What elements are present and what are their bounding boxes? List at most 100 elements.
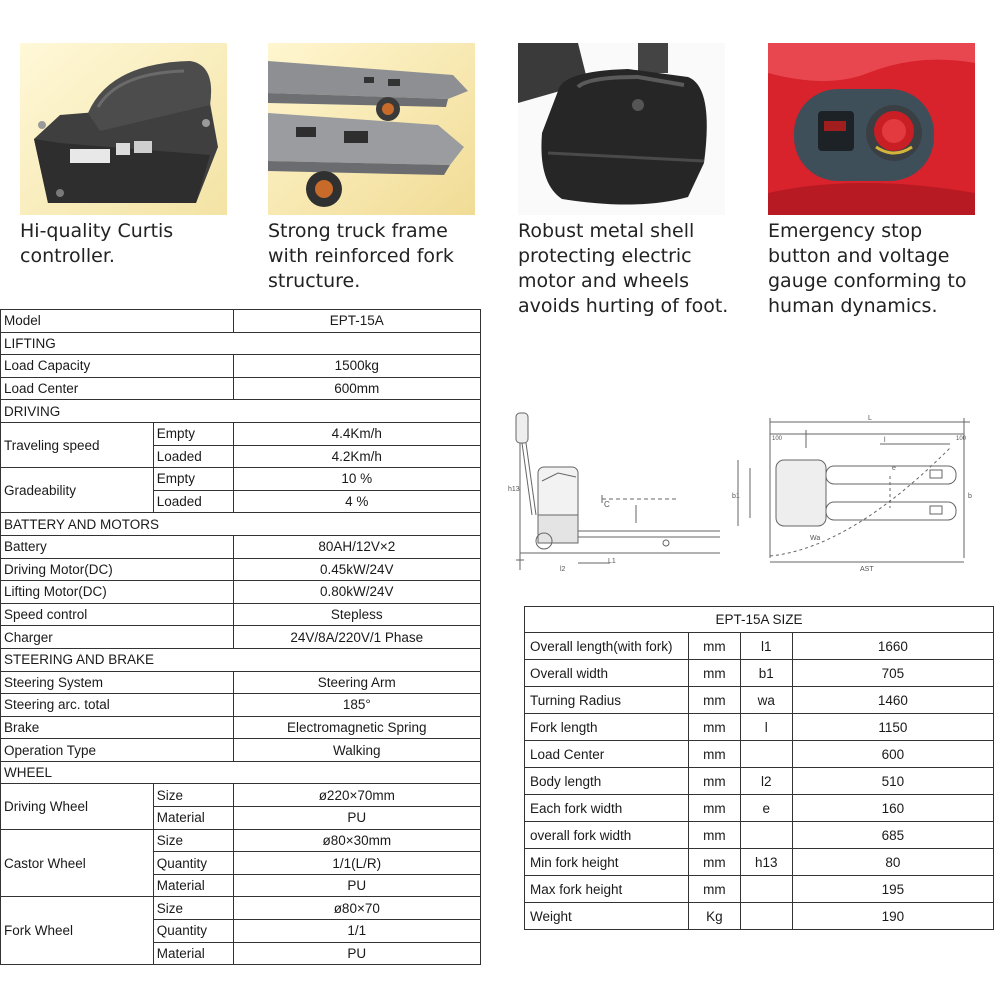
section-heading: STEERING AND BRAKE [0,647,481,672]
size-value-cell: 510 [791,767,995,795]
size-unit-cell: mm [687,821,741,849]
spec-value: 1/1 [232,919,482,943]
size-name-cell: Load Center [524,740,689,768]
size-symbol-cell: h13 [739,848,793,876]
spec-sublabel: Material [152,873,234,898]
spec-value: PU [232,806,482,830]
spec-value: 4.2Km/h [232,444,482,469]
spec-label: Driving Motor(DC) [0,557,234,582]
size-value-cell: 80 [791,848,995,876]
spec-sublabel: Loaded [152,444,234,469]
size-name-cell: Body length [524,767,689,795]
size-unit-cell: mm [687,740,741,768]
section-row: BATTERY AND MOTORS [0,512,481,536]
feature-caption-frame: Strong truck frame with reinforced fork … [268,220,454,292]
size-value-cell: 1150 [791,713,995,741]
spec-label: Speed control [0,602,234,627]
drawing-label-100-left: 100 [772,436,783,442]
truck-frame-photo [268,43,475,215]
size-unit-cell: mm [687,875,741,903]
curtis-controller-photo [20,43,227,215]
spec-value: PU [232,873,482,898]
drawing-label-b1: b1 [732,493,740,500]
size-value-cell: 685 [791,821,995,849]
size-value-cell: 160 [791,794,995,822]
section-row: WHEEL [0,760,481,785]
section-row: LIFTING [0,331,481,356]
section-heading: WHEEL [0,760,481,785]
spec-label: Fork Wheel [0,896,154,966]
spec-label: Brake [0,715,234,740]
spec-value: 80AH/12V×2 [232,534,482,559]
section-row: DRIVING [0,399,481,423]
spec-sublabel: Material [152,806,234,830]
spec-value: PU [232,941,482,966]
size-unit-cell: mm [687,713,741,741]
size-value-cell: 600 [791,740,995,768]
drawing-label-l-cap: L [868,415,872,422]
section-heading: BATTERY AND MOTORS [0,512,481,536]
spec-value: 24V/8A/220V/1 Phase [232,625,482,649]
size-symbol-cell [739,875,793,903]
spec-value: 10 % [232,467,482,491]
spec-label: Operation Type [0,738,234,762]
section-heading: DRIVING [0,399,481,423]
drawing-label-wa: Wa [810,535,820,542]
spec-value: Stepless [232,602,482,627]
drawing-label-h: h13 [508,486,520,493]
spec-label: Traveling speed [0,421,154,469]
size-unit-cell: Kg [687,902,741,930]
size-symbol-cell [739,902,793,930]
spec-label: Steering arc. total [0,693,234,717]
top-view-drawing: L l 100 100 e b1 b Wa AST [732,415,972,573]
size-unit-cell: mm [687,848,741,876]
drawing-label-l: l [884,437,886,444]
spec-sublabel: Quantity [152,851,234,875]
spec-value: ø80×30mm [232,828,482,853]
size-name-cell: Max fork height [524,875,689,903]
spec-sublabel: Quantity [152,919,234,943]
size-table: EPT-15A SIZE Overall length(with fork)mm… [524,606,995,930]
feature-caption-emergency: Emergency stop button and voltage gauge … [768,220,967,317]
size-name-cell: Overall length(with fork) [524,632,689,660]
spec-value: Walking [232,738,482,762]
drawing-label-c: C [604,500,610,509]
size-table-title: EPT-15A SIZE [524,606,994,633]
size-value-cell: 190 [791,902,995,930]
size-name-cell: Fork length [524,713,689,741]
drawing-label-l2: l2 [560,566,566,573]
size-name-cell: Turning Radius [524,686,689,714]
drawing-label-e: e [892,465,896,472]
spec-value: 1500kg [232,354,482,378]
spec-label: Steering System [0,670,234,695]
spec-value: Steering Arm [232,670,482,695]
section-heading: LIFTING [0,331,481,356]
section-row: STEERING AND BRAKE [0,647,481,672]
size-unit-cell: mm [687,686,741,714]
size-symbol-cell: b1 [739,659,793,687]
size-symbol-cell: wa [739,686,793,714]
